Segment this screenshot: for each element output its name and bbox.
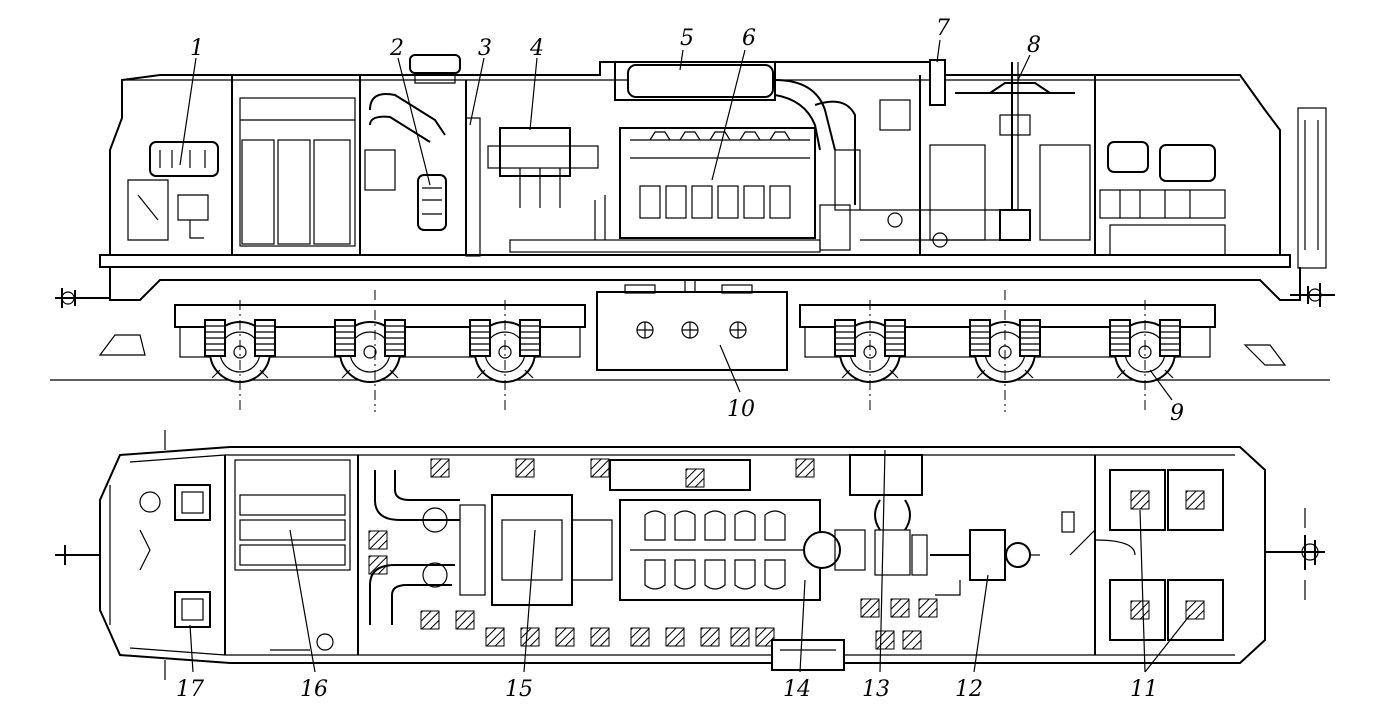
air-duct <box>369 93 446 136</box>
plan-air-duct-upper <box>374 470 460 521</box>
roof-fan-hood <box>409 54 461 74</box>
callout-1: 1 <box>190 36 204 61</box>
callout-17: 17 <box>176 677 204 702</box>
callout-11: 11 <box>1130 677 1158 702</box>
callout-2: 2 <box>389 36 404 61</box>
callout-3: 3 <box>478 36 492 61</box>
left-coupler <box>55 288 110 308</box>
exhaust-stack <box>929 59 946 106</box>
callout-4: 4 <box>529 36 544 61</box>
fan-casing <box>849 454 923 496</box>
callout-5: 5 <box>680 26 694 51</box>
right-end-headlight-box <box>1297 107 1327 269</box>
callout-12: 12 <box>955 677 983 702</box>
electrical-cabinet-panels <box>239 97 356 247</box>
diesel-engine <box>619 127 816 239</box>
charge-air-duct <box>814 100 856 205</box>
callout-6: 6 <box>742 26 756 51</box>
cooling-fan <box>955 62 1075 241</box>
right-coupler <box>1290 283 1335 307</box>
main-frame <box>99 254 1291 268</box>
callout-labels: 1 2 3 4 5 6 7 8 9 10 11 12 13 14 15 16 1… <box>176 16 1184 702</box>
callout-9: 9 <box>1170 401 1184 426</box>
hand-brake-wheel <box>139 491 161 513</box>
right-cab-desk <box>1099 189 1226 219</box>
driver-seats <box>174 484 211 628</box>
callout-8: 8 <box>1027 33 1041 58</box>
plan-electrical-cabinet <box>234 459 351 571</box>
compressor <box>417 174 447 231</box>
callout-14: 14 <box>783 677 811 702</box>
fan-drive <box>874 499 911 531</box>
left-snowplow <box>98 334 146 356</box>
leader-lines <box>179 39 1191 673</box>
plan-right-coupler <box>1265 535 1325 570</box>
muffler <box>627 64 774 98</box>
side-panel-a <box>929 144 986 241</box>
callout-16: 16 <box>300 677 328 702</box>
plan-traction-generator <box>491 494 613 606</box>
engine-base <box>509 239 821 253</box>
side-body-outline <box>109 61 1281 266</box>
plan-body-outline <box>99 446 1266 664</box>
side-panel-b <box>1039 144 1091 241</box>
plan-diesel-engine <box>619 499 821 601</box>
right-cab-window <box>1159 144 1216 182</box>
callout-7: 7 <box>936 16 950 41</box>
fuel-tank <box>596 280 788 371</box>
underframe <box>109 267 1301 301</box>
callout-13: 13 <box>862 677 890 702</box>
plan-left-coupler <box>55 545 100 565</box>
right-cab-window-small <box>1107 141 1149 173</box>
air-reservoir <box>771 639 845 671</box>
side-view <box>50 54 1335 412</box>
exhaust-pipe <box>774 79 836 151</box>
gearbox <box>969 529 1006 581</box>
callout-10: 10 <box>727 397 755 422</box>
callout-15: 15 <box>505 677 533 702</box>
bulkhead <box>465 117 481 257</box>
right-snowplow <box>1243 344 1287 366</box>
batteries <box>1109 469 1224 641</box>
left-bogie <box>174 290 586 412</box>
plan-muffler <box>609 459 751 491</box>
right-bogie <box>799 290 1216 412</box>
plan-view <box>55 430 1325 680</box>
